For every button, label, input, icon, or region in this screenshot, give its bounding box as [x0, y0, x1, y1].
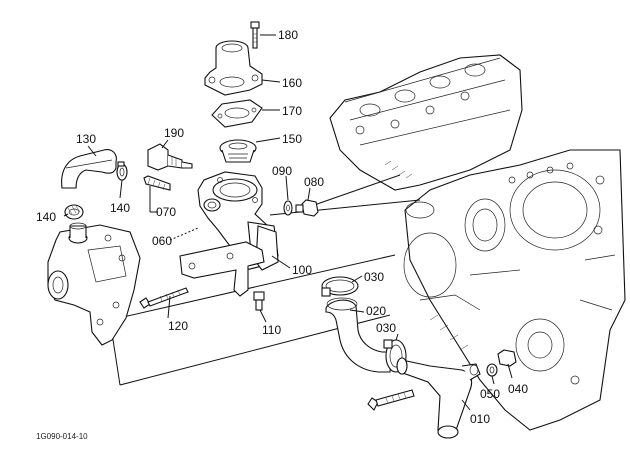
pipe-070: [143, 175, 171, 191]
bolt-110: [253, 291, 265, 311]
temperature-sensor-190: [147, 143, 193, 171]
label-170: 170: [282, 104, 302, 118]
label-040: 040: [508, 382, 528, 396]
gasket-170: [211, 99, 263, 128]
label-070: 070: [156, 205, 176, 219]
engine-cylinder-head: [329, 54, 523, 191]
ref-line: [269, 199, 421, 216]
label-140-upper: 140: [110, 201, 130, 215]
hose-020: [325, 297, 393, 373]
washer-050: [486, 363, 498, 377]
bolt-180: [250, 21, 260, 49]
bolt-120: [139, 287, 189, 309]
label-190: 190: [164, 126, 184, 140]
figure-code: 1G090-014-10: [36, 432, 88, 441]
clamp-140-upper: [116, 161, 128, 181]
engine-crankcase: [403, 149, 626, 431]
clamp-140-lower: [64, 204, 84, 220]
label-050: 050: [480, 387, 500, 401]
water-pipe-010: [396, 357, 481, 439]
label-140-lower: 140: [36, 210, 56, 224]
label-180: 180: [278, 28, 298, 42]
plug-080: [295, 199, 319, 217]
label-100: 100: [292, 263, 312, 277]
water-pump: [47, 222, 141, 346]
mounting-bracket: [179, 241, 265, 297]
ref-line: [109, 254, 396, 321]
label-060: 060: [152, 234, 172, 248]
hose-clamp-030-upper: [321, 276, 359, 297]
label-150: 150: [282, 132, 302, 146]
bolt-pipe: [367, 389, 415, 411]
label-110: 110: [262, 323, 281, 337]
thermostat-150: [219, 139, 257, 163]
label-160: 160: [282, 76, 302, 90]
label-090: 090: [272, 164, 292, 178]
label-080: 080: [304, 175, 324, 189]
label-120: 120: [168, 319, 188, 333]
leader-lines: [63, 34, 513, 411]
label-020: 020: [366, 304, 386, 318]
label-030-lower: 030: [376, 321, 396, 335]
label-030-upper: 030: [364, 270, 384, 284]
thermostat-cover-160: [204, 40, 263, 96]
label-130: 130: [76, 132, 96, 146]
label-010: 010: [470, 412, 490, 426]
hose-130: [61, 149, 117, 189]
washer-090: [283, 200, 293, 216]
plug-040: [497, 349, 517, 367]
